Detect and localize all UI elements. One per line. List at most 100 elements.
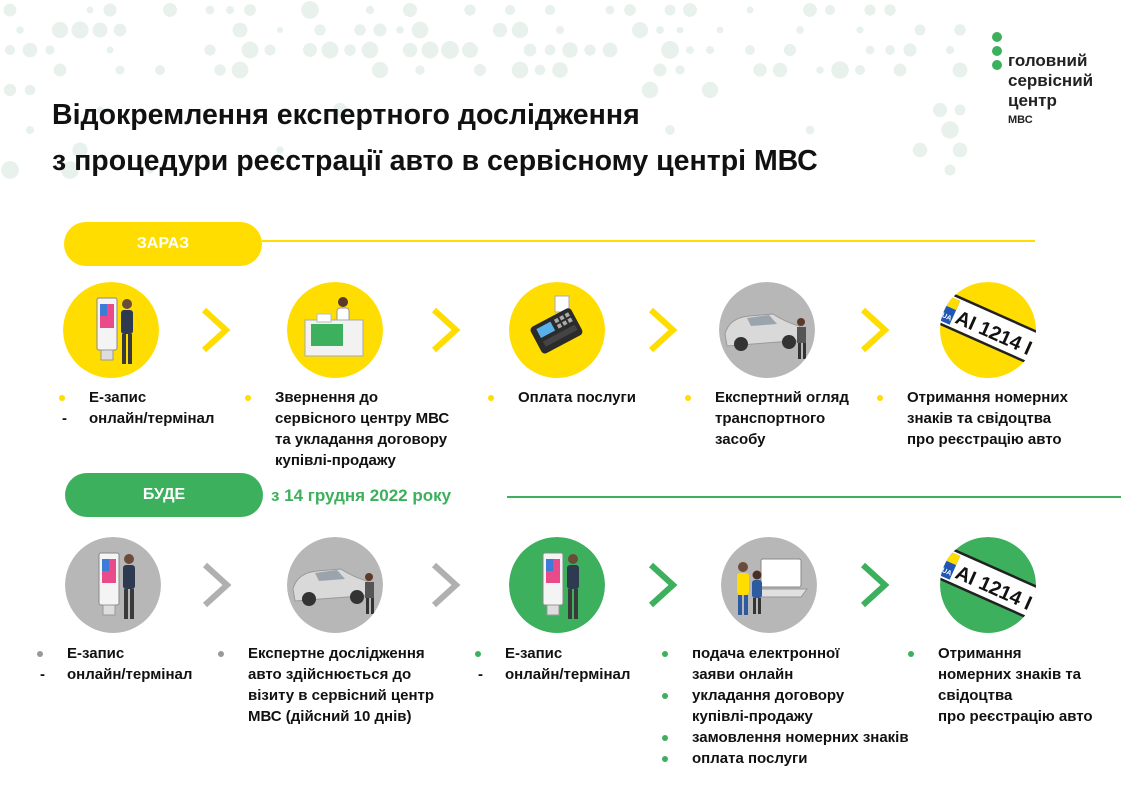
- step-text-line: МВС (дійсний 10 днів): [248, 708, 412, 725]
- decorative-dot: [865, 45, 875, 55]
- decorative-dot: [303, 43, 317, 57]
- step-text-line: та укладання договору: [275, 431, 448, 448]
- bullet-icon: [218, 651, 224, 657]
- decorative-dot: [155, 65, 165, 75]
- decorative-dot: [562, 42, 578, 58]
- decorative-dot: [641, 81, 659, 99]
- decorative-dot: [675, 65, 685, 75]
- decorative-dot: [602, 42, 618, 58]
- step-text-line: номерних знаків та: [938, 666, 1082, 683]
- decorative-dot: [92, 22, 108, 38]
- step-item-line: подача електронної: [662, 643, 909, 664]
- decorative-dot: [805, 125, 815, 135]
- decorative-dot: [914, 24, 926, 36]
- chevron-right-icon: [198, 306, 234, 359]
- now-section-badge: ЗАРАЗ: [64, 222, 262, 266]
- decorative-dot: [113, 23, 127, 37]
- payment-terminal-illustration-icon: [509, 282, 605, 378]
- decorative-dot: [952, 62, 968, 78]
- page-title-line2: з процедури реєстрації авто в сервісному…: [52, 145, 818, 177]
- decorative-dot: [864, 4, 876, 16]
- decorative-dot: [3, 3, 17, 17]
- decorative-dot: [276, 26, 284, 34]
- car-inspection-illustration-icon: [719, 282, 815, 378]
- decorative-dot: [893, 63, 907, 77]
- decorative-dot: [954, 104, 966, 116]
- logo-text-line3: центр: [1008, 91, 1057, 110]
- decorative-dot-pattern: [1, 1, 968, 179]
- decorative-dot: [745, 45, 755, 55]
- decorative-dot: [321, 41, 339, 59]
- decorative-dot: [415, 65, 425, 75]
- decorative-dot: [371, 61, 389, 79]
- decorative-dot: [61, 161, 79, 179]
- kiosk-person-illustration-icon: [65, 537, 161, 633]
- decorative-dot: [314, 24, 326, 36]
- decorative-dot: [511, 21, 529, 39]
- decorative-dot: [264, 44, 276, 56]
- step-text-line: візиту в сервісний центр: [248, 687, 435, 704]
- bullet-icon: [908, 651, 914, 657]
- chevron-right-icon: [857, 561, 893, 614]
- step-text-line: -онлайн/термінал: [40, 666, 193, 683]
- step-text-line: про реєстрацію авто: [938, 708, 1093, 725]
- decorative-dot: [214, 64, 226, 76]
- decorative-dot: [146, 166, 154, 174]
- decorative-dot: [396, 26, 404, 34]
- logo-dot-icon: [992, 46, 1002, 56]
- dash-marker: -: [40, 666, 45, 683]
- decorative-dot: [932, 102, 948, 118]
- logo-text-line1: головний: [1008, 51, 1088, 70]
- decorative-dot: [361, 41, 379, 59]
- decorative-dot: [954, 24, 966, 36]
- step-item-line: купівлі-продажу: [692, 708, 813, 725]
- decorative-dot: [825, 5, 835, 15]
- decorative-dot: [1, 161, 19, 179]
- decorative-dot: [701, 81, 719, 99]
- decorative-dot: [441, 41, 459, 59]
- decorative-dot: [96, 106, 104, 114]
- decorative-dot: [511, 61, 529, 79]
- decorative-dot: [903, 43, 917, 57]
- decorative-dot: [332, 102, 348, 118]
- decorative-dot: [103, 3, 117, 17]
- bullet-icon: [59, 395, 65, 401]
- decorative-dot: [86, 6, 94, 14]
- decorative-dot: [686, 46, 694, 54]
- now-step-1-text: Е-запис-онлайн/термінал: [59, 387, 214, 429]
- decorative-dot: [71, 21, 89, 39]
- decorative-dot: [365, 5, 375, 15]
- decorative-dot: [354, 24, 366, 36]
- decorative-dot: [653, 63, 667, 77]
- chevron-right-icon: [645, 306, 681, 359]
- decorative-dot: [831, 61, 849, 79]
- decorative-dot: [746, 6, 754, 14]
- car-inspection-illustration-icon: [287, 537, 383, 633]
- kiosk-person-illustration-icon: [63, 282, 159, 378]
- decorative-dot: [683, 3, 697, 17]
- service-desk-clerk-illustration-icon: [287, 282, 383, 378]
- decorative-dot: [624, 4, 636, 16]
- decorative-dot: [226, 6, 234, 14]
- bullet-icon: [488, 395, 494, 401]
- decorative-dot: [25, 125, 35, 135]
- decorative-dot: [803, 3, 817, 17]
- decorative-dot: [462, 42, 478, 58]
- future-step-1-text: Е-запис-онлайн/термінал: [37, 643, 192, 685]
- now-section-line: [262, 240, 1035, 242]
- decorative-dot: [716, 26, 724, 34]
- step-text-line: -онлайн/термінал: [478, 666, 631, 683]
- decorative-dot: [505, 5, 515, 15]
- bullet-icon: [662, 693, 668, 699]
- logo-dot-icon: [992, 60, 1002, 70]
- step-text-line: сервісного центру МВС: [275, 410, 450, 427]
- step-text-line: Експертне дослідження: [218, 643, 434, 664]
- logo-text-small: МВС: [1008, 114, 1033, 126]
- step-text-line: Е-запис: [59, 387, 214, 408]
- now-step-3-text: Оплата послуги: [488, 387, 636, 408]
- step-item-line: заяви онлайн: [692, 666, 794, 683]
